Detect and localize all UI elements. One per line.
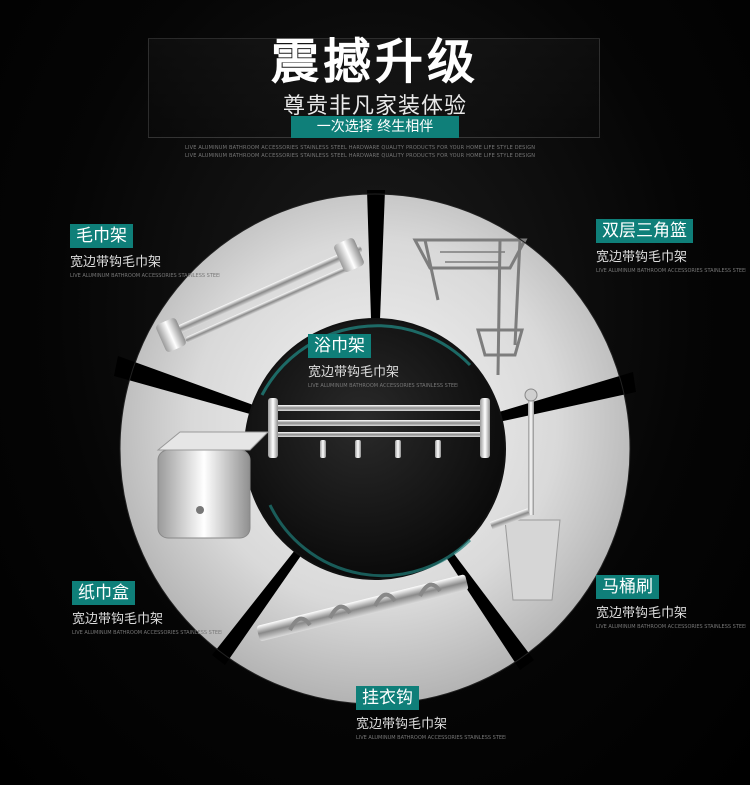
label-title: 马桶刷 xyxy=(596,575,659,599)
tissue-box-image xyxy=(156,431,270,539)
corner-basket-image xyxy=(412,238,528,376)
label-title: 浴巾架 xyxy=(308,334,371,358)
label-desc: 宽边带钩毛巾架 xyxy=(308,365,400,380)
label-title: 纸巾盒 xyxy=(72,581,135,605)
label-title: 挂衣钩 xyxy=(356,686,419,710)
label-fine-print: LIVE ALUMINUM BATHROOM ACCESSORIES STAIN… xyxy=(596,268,746,274)
label-fine-print: LIVE ALUMINUM BATHROOM ACCESSORIES STAIN… xyxy=(356,735,506,741)
label-title: 双层三角篮 xyxy=(596,219,693,243)
label-desc: 宽边带钩毛巾架 xyxy=(596,606,688,621)
label-desc: 宽边带钩毛巾架 xyxy=(72,612,164,627)
label-fine-print: LIVE ALUMINUM BATHROOM ACCESSORIES STAIN… xyxy=(70,273,220,279)
label-fine-print: LIVE ALUMINUM BATHROOM ACCESSORIES STAIN… xyxy=(72,630,222,636)
label-toilet-brush: 马桶刷 宽边带钩毛巾架 LIVE ALUMINUM BATHROOM ACCES… xyxy=(596,575,746,630)
bath-towel-rack-image xyxy=(268,398,490,458)
label-towel-rack: 毛巾架 宽边带钩毛巾架 LIVE ALUMINUM BATHROOM ACCES… xyxy=(70,224,220,279)
page-subtitle: 尊贵非凡家装体验 xyxy=(282,94,467,119)
coat-hook-image xyxy=(256,574,469,642)
label-desc: 宽边带钩毛巾架 xyxy=(596,250,688,265)
header-fine-print: LIVE ALUMINUM BATHROOM ACCESSORIES STAIN… xyxy=(185,145,536,151)
label-desc: 宽边带钩毛巾架 xyxy=(356,717,448,732)
label-fine-print: LIVE ALUMINUM BATHROOM ACCESSORIES STAIN… xyxy=(596,624,746,630)
label-desc: 宽边带钩毛巾架 xyxy=(70,255,162,270)
label-title: 毛巾架 xyxy=(70,224,133,248)
label-corner-basket: 双层三角篮 宽边带钩毛巾架 LIVE ALUMINUM BATHROOM ACC… xyxy=(596,219,746,274)
tagline-badge: 一次选择 终生相伴 xyxy=(291,116,459,138)
label-fine-print: LIVE ALUMINUM BATHROOM ACCESSORIES STAIN… xyxy=(308,383,458,389)
page-title: 震撼升级 xyxy=(270,34,479,90)
towel-rack-image xyxy=(156,238,364,352)
header-fine-print-2: LIVE ALUMINUM BATHROOM ACCESSORIES STAIN… xyxy=(185,153,536,159)
label-bath-towel-rack: 浴巾架 宽边带钩毛巾架 LIVE ALUMINUM BATHROOM ACCES… xyxy=(308,334,458,389)
label-tissue-box: 纸巾盒 宽边带钩毛巾架 LIVE ALUMINUM BATHROOM ACCES… xyxy=(72,581,222,636)
toilet-brush-image xyxy=(489,388,561,601)
label-coat-hook: 挂衣钩 宽边带钩毛巾架 LIVE ALUMINUM BATHROOM ACCES… xyxy=(356,686,506,741)
